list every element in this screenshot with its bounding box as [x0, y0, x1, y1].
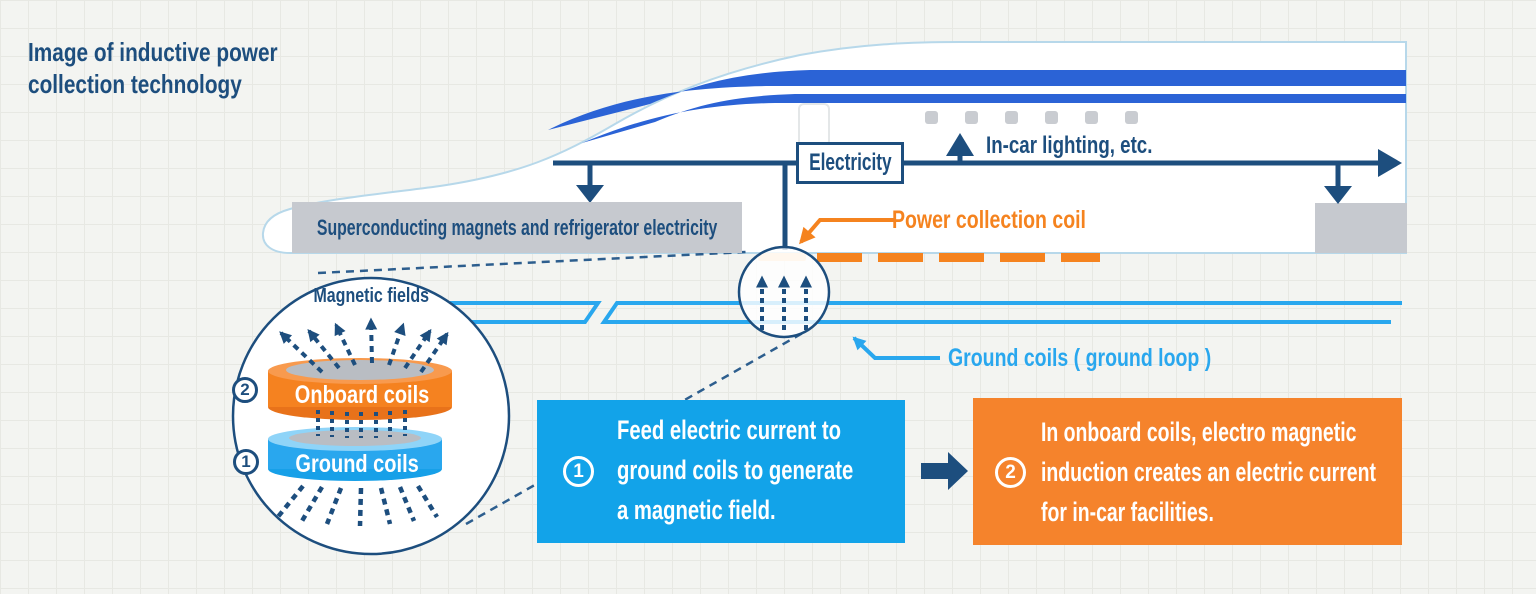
train-door — [798, 103, 830, 147]
page-title: Image of inductive power collection tech… — [28, 37, 278, 99]
train-window — [1045, 111, 1058, 124]
train-window — [1125, 111, 1138, 124]
train-window — [1005, 111, 1018, 124]
train-stripe-lower — [582, 94, 1406, 143]
equipment-block-right — [1315, 203, 1407, 253]
superconducting-label: Superconducting magnets and refrigerator… — [316, 214, 718, 240]
step2-text: In onboard coils, electro magnetic induc… — [1041, 417, 1376, 527]
bus-arrowhead-right-icon — [1378, 149, 1402, 177]
superconducting-equipment-box: Superconducting magnets and refrigerator… — [292, 202, 742, 253]
electricity-label: Electricity — [808, 149, 892, 176]
leader-line-upper — [317, 250, 747, 275]
step1-text: Feed electric current to ground coils to… — [617, 415, 854, 525]
step1-box: 1 Feed electric current to ground coils … — [537, 400, 905, 543]
down-arrow-left-icon — [576, 185, 604, 203]
field-arrow-icon — [419, 331, 449, 374]
field-arrow-icon — [403, 328, 432, 370]
ground-coils-label: Ground coils ( ground loop ) — [948, 344, 1212, 372]
ground-coil-disc — [268, 427, 442, 481]
magnifier-step1-badge: 1 — [233, 449, 259, 475]
train-window — [965, 111, 978, 124]
field-arrow-icon — [307, 329, 341, 370]
electricity-label-box: Electricity — [796, 142, 904, 184]
step2-box: 2 In onboard coils, electro magnetic ind… — [973, 398, 1402, 545]
field-arrow-icon — [334, 322, 357, 366]
ground-loop-right — [600, 301, 1402, 324]
magnetic-field-arrows — [279, 317, 449, 374]
field-arrow-icon — [279, 331, 324, 374]
onboard-coils-label: Onboard coils — [295, 381, 430, 409]
field-arrow-icon — [365, 317, 378, 364]
step-arrow-icon — [921, 452, 968, 490]
ground-coil-pointer-arrow — [852, 336, 940, 360]
power-collection-coil-label: Power collection coil — [892, 206, 1086, 234]
ground-coils-disc-label: Ground coils — [295, 450, 419, 478]
power-coil-pointer-arrow — [799, 218, 895, 245]
under-field-dashes — [275, 484, 439, 527]
train-stripe-upper — [548, 70, 1406, 130]
magnifier-step2-badge: 2 — [232, 377, 258, 403]
field-arrow-icon — [387, 322, 406, 366]
in-car-lighting-label: In-car lighting, etc. — [986, 132, 1153, 159]
up-arrow-icon — [946, 133, 974, 156]
train-windows — [925, 111, 1138, 124]
electricity-bus — [553, 133, 1402, 250]
down-arrow-right-icon — [1324, 186, 1352, 204]
train-window — [1085, 111, 1098, 124]
train-window — [925, 111, 938, 124]
ground-loop-left — [450, 301, 602, 324]
magnetic-fields-label: Magnetic fields — [313, 285, 429, 307]
step1-number-badge: 1 — [563, 456, 594, 487]
step2-number-badge: 2 — [995, 457, 1026, 488]
